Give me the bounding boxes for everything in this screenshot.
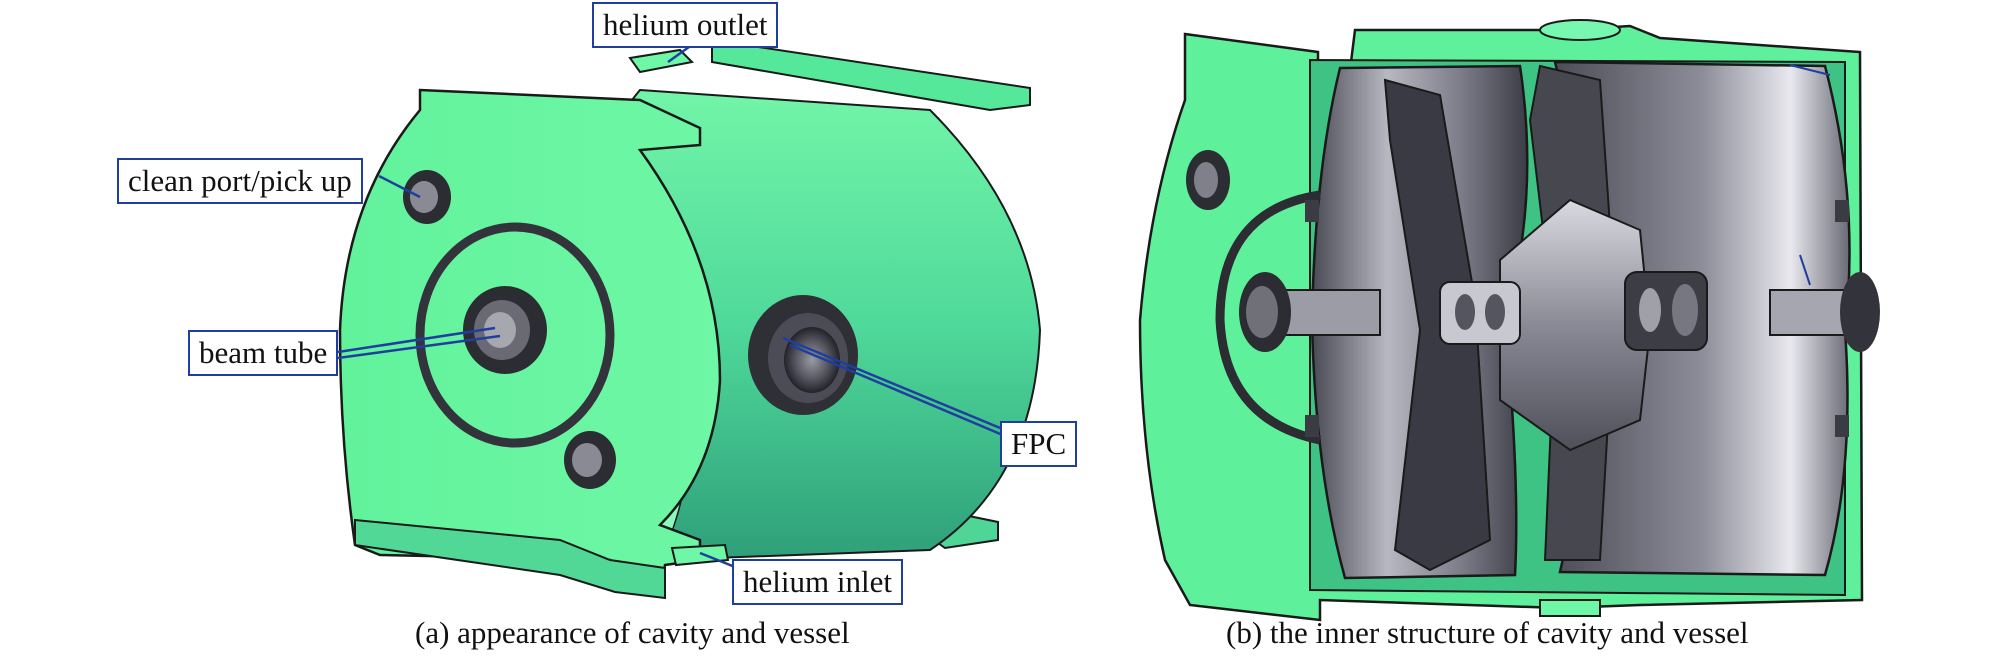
fpc-label: FPC <box>1000 421 1078 467</box>
vessel-exterior-view <box>338 38 1042 600</box>
cavity-interior-view <box>1138 19 1880 622</box>
caption-a: (a) appearance of cavity and vessel <box>415 615 850 650</box>
beam-tube-label: beam tube <box>188 330 339 376</box>
helium-outlet-label: helium outlet <box>592 2 779 48</box>
caption-b: (b) the inner structure of cavity and ve… <box>1226 615 1749 650</box>
helium-inlet-label: helium inlet <box>732 559 903 605</box>
clean-port-label: clean port/pick up <box>117 158 363 204</box>
